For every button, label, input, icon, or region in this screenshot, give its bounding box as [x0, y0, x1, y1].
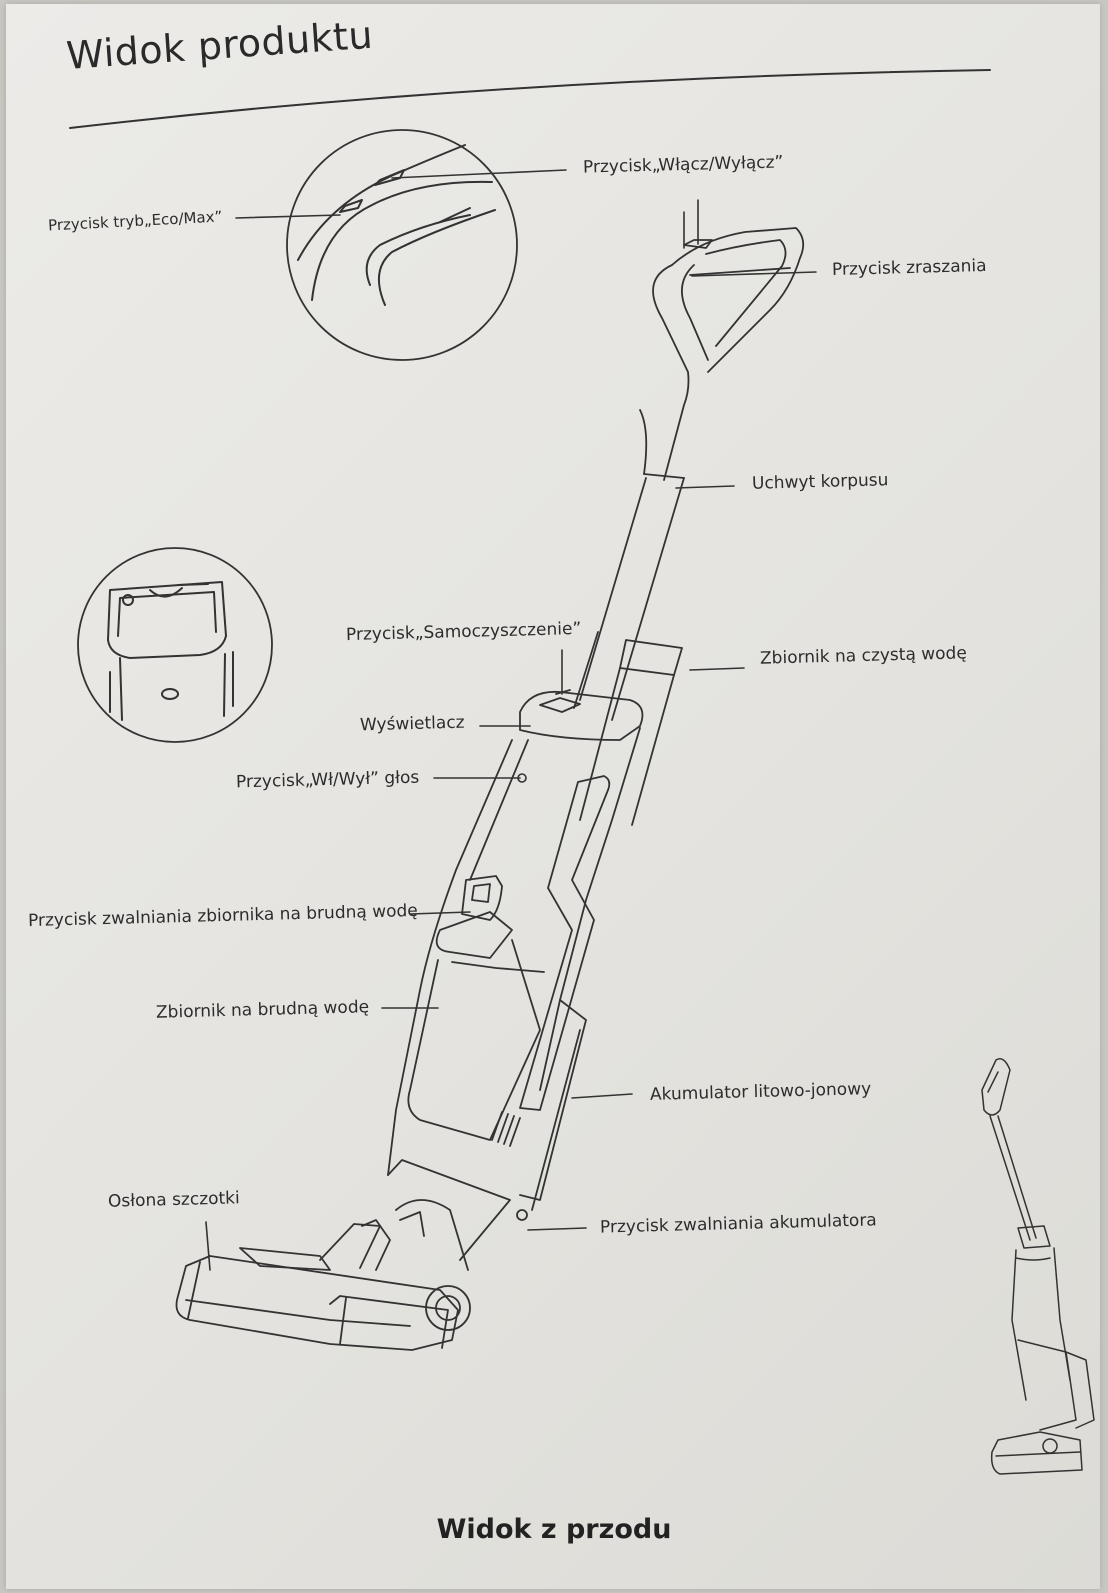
handle-detail-zoom: [286, 129, 518, 361]
label-body-handle: Uchwyt korpusu: [751, 470, 889, 494]
label-display: Wyświetlacz: [359, 712, 465, 736]
title-underline: [69, 69, 991, 129]
manual-page: [6, 4, 1100, 1589]
rear-detail-zoom: [77, 547, 273, 743]
label-spray-button: Przycisk zraszania: [831, 255, 987, 281]
vacuum-main: [175, 227, 805, 1351]
vacuum-side-thumbnail: [981, 1058, 1095, 1475]
leader-lines: [205, 169, 817, 1271]
label-brush-cover: Osłona szczotki: [107, 1188, 240, 1212]
view-caption: Widok z przodu: [436, 1514, 672, 1545]
